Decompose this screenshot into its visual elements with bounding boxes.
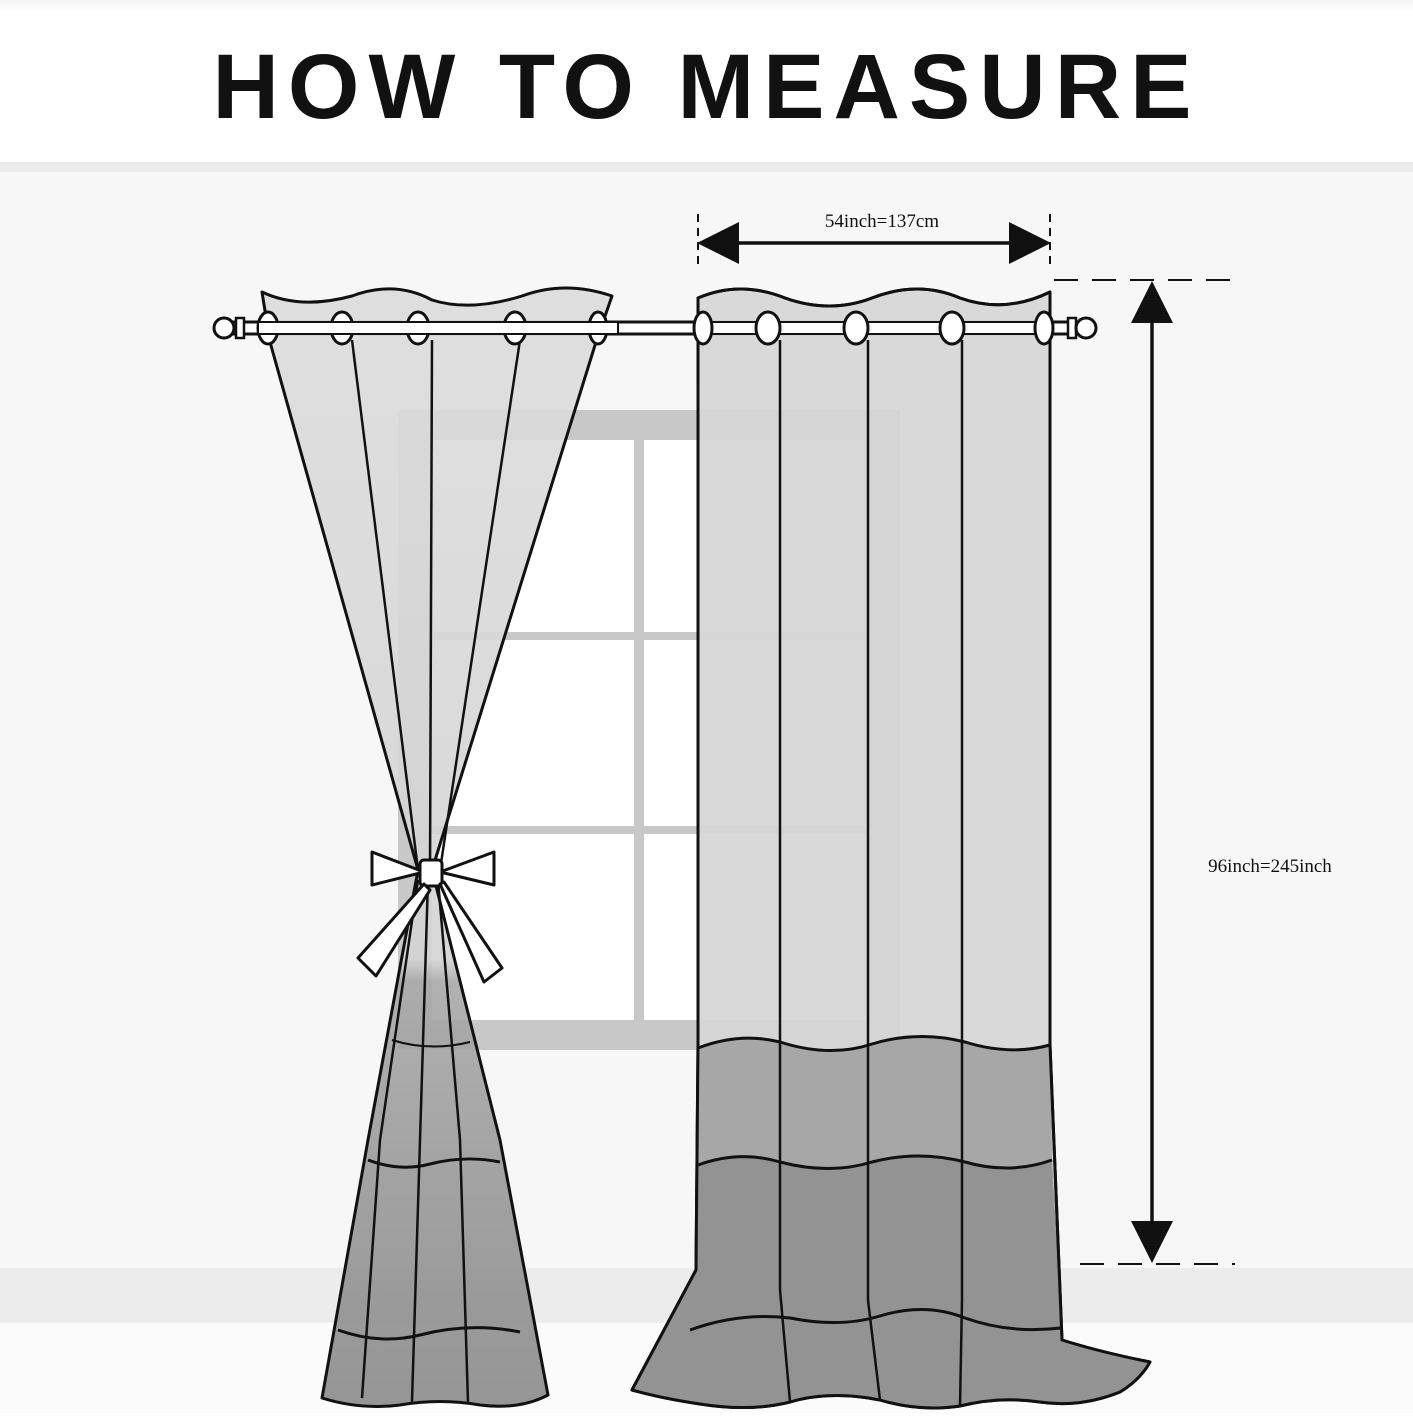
measure-diagram: 54inch=137cm 96inch=245inch <box>0 172 1413 1413</box>
left-curtain <box>260 286 614 1408</box>
header-banner: HOW TO MEASURE <box>0 12 1413 172</box>
height-label: 96inch=245inch <box>1208 856 1332 877</box>
width-label: 54inch=137cm <box>825 211 939 232</box>
width-dimension: 54inch=137cm <box>697 211 1051 270</box>
top-border <box>0 0 1413 12</box>
grommet-ring-icon <box>256 310 619 346</box>
page-title: HOW TO MEASURE <box>212 35 1201 138</box>
height-dimension: 96inch=245inch <box>1054 279 1332 1265</box>
right-curtain <box>630 287 1152 1410</box>
tieback-bow-icon <box>356 850 504 984</box>
grommet-ring-icon <box>692 310 1055 346</box>
